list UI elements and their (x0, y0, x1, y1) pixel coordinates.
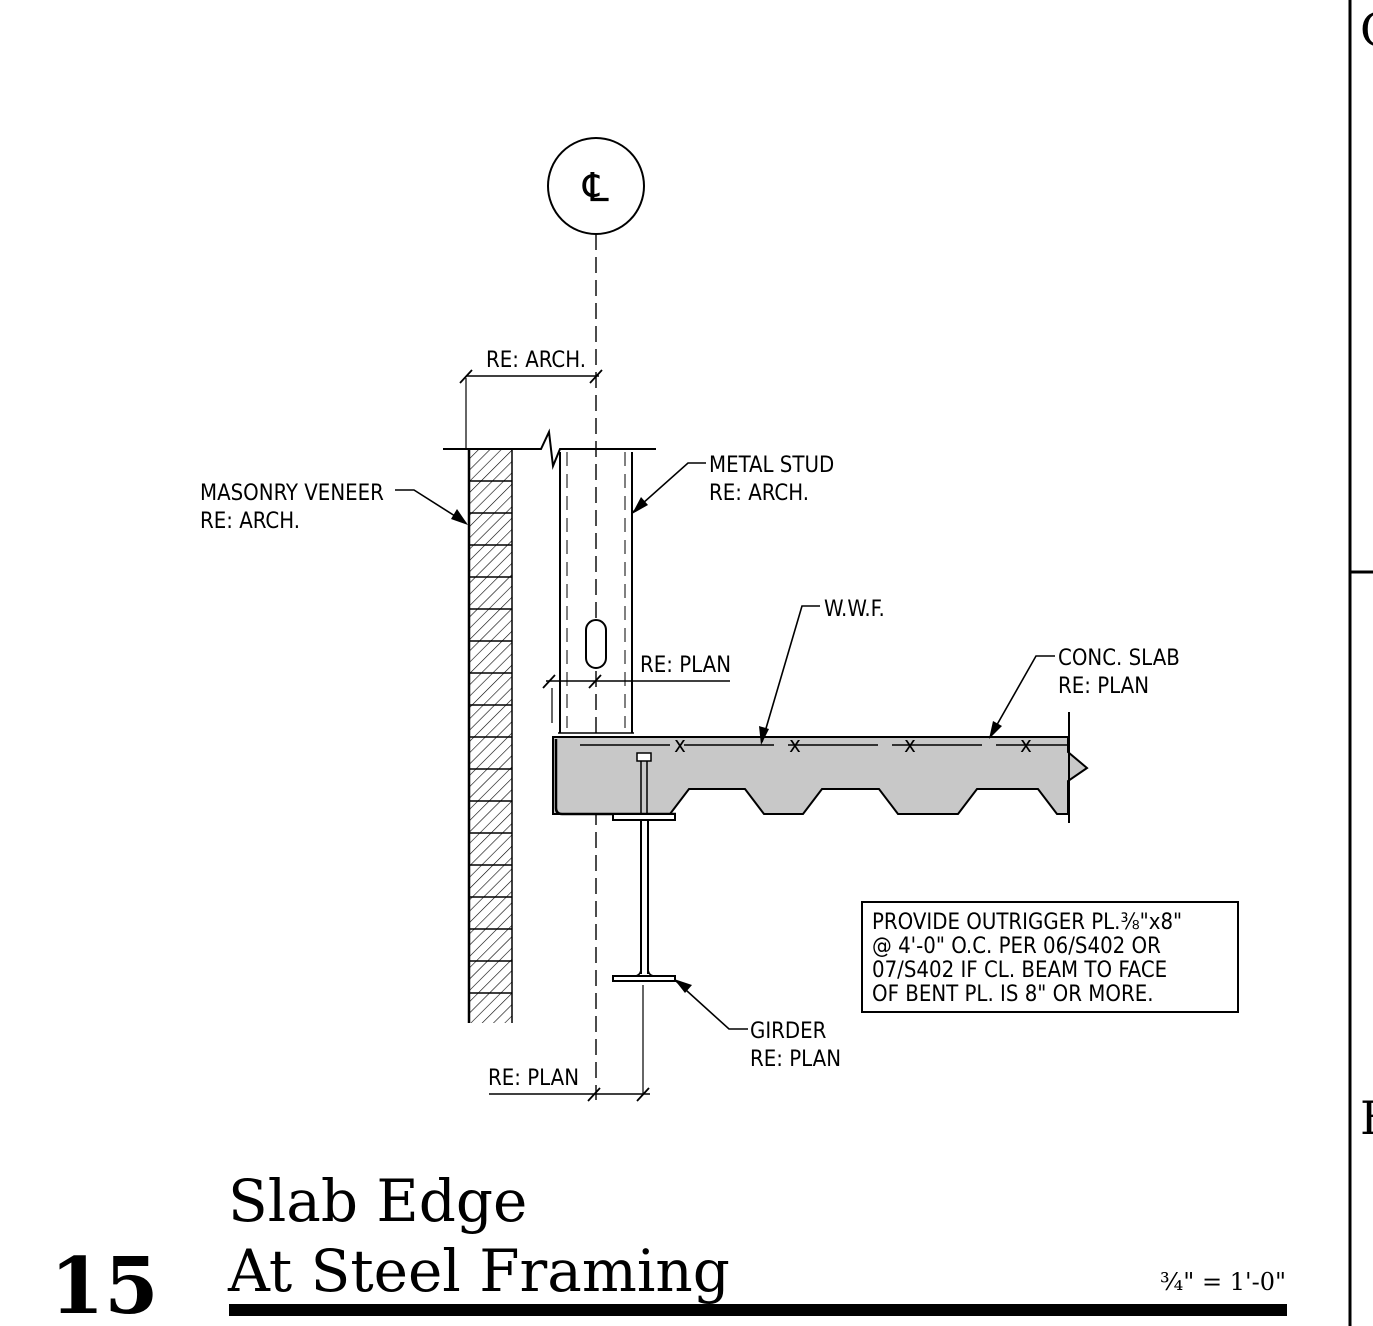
detail-title-line2: At Steel Framing (227, 1237, 730, 1305)
mesh-mark: x (904, 733, 916, 758)
leader-metal-stud (632, 462, 706, 514)
edge-letter-bottom: B (1360, 1091, 1373, 1145)
centerline-symbol: ℄ (582, 165, 609, 211)
shear-stud (636, 752, 652, 814)
leader-wwf (759, 605, 820, 745)
label-metal-stud: METAL STUD (709, 453, 834, 478)
detail-title-block: 15 Slab Edge At Steel Framing ¾" = 1'-0" (50, 1167, 1287, 1326)
steel-girder (612, 813, 676, 1094)
mesh-mark: x (1020, 733, 1032, 758)
note-line: PROVIDE OUTRIGGER PL.⅜"x8" (872, 910, 1182, 935)
mesh-mark: x (789, 733, 801, 758)
label-re-plan-bottom: RE: PLAN (488, 1066, 579, 1091)
label-re-arch-top: RE: ARCH. (486, 348, 586, 373)
leader-conc-slab (989, 655, 1055, 739)
label-girder: GIRDER (750, 1019, 827, 1044)
note-line: @ 4'-0" O.C. PER 06/S402 OR (872, 934, 1161, 959)
dimension-re-plan-mid (542, 674, 730, 689)
dimension-re-plan-bottom (489, 1087, 650, 1102)
note-line: 07/S402 IF CL. BEAM TO FACE (872, 958, 1167, 983)
detail-scale: ¾" = 1'-0" (1160, 1268, 1286, 1296)
dimension-re-arch-top (459, 369, 603, 448)
note-box: PROVIDE OUTRIGGER PL.⅜"x8" @ 4'-0" O.C. … (861, 901, 1239, 1013)
label-conc-slab: CONC. SLAB (1058, 646, 1180, 671)
edge-letter-top: C (1360, 3, 1373, 57)
label-conc-slab-ref: RE: PLAN (1058, 674, 1149, 699)
note-line: OF BENT PL. IS 8" OR MORE. (872, 982, 1154, 1007)
label-wwf: W.W.F. (824, 597, 885, 622)
label-masonry-veneer: MASONRY VENEER (200, 481, 384, 506)
label-masonry-veneer-ref: RE: ARCH. (200, 509, 300, 534)
mesh-mark: x (674, 733, 686, 758)
break-line-top (443, 428, 656, 470)
title-underline (229, 1304, 1287, 1316)
label-re-plan-mid: RE: PLAN (640, 653, 731, 678)
detail-number: 15 (50, 1241, 159, 1326)
concrete-slab (552, 712, 1089, 823)
masonry-veneer (467, 448, 513, 1023)
centerline-marker: ℄ (547, 137, 645, 235)
metal-stud (551, 452, 634, 734)
label-metal-stud-ref: RE: ARCH. (709, 481, 809, 506)
label-girder-ref: RE: PLAN (750, 1047, 841, 1072)
leader-girder (674, 979, 748, 1030)
detail-title-line1: Slab Edge (228, 1167, 527, 1235)
leader-masonry-veneer (395, 489, 468, 525)
sheet-border (1348, 0, 1373, 1326)
